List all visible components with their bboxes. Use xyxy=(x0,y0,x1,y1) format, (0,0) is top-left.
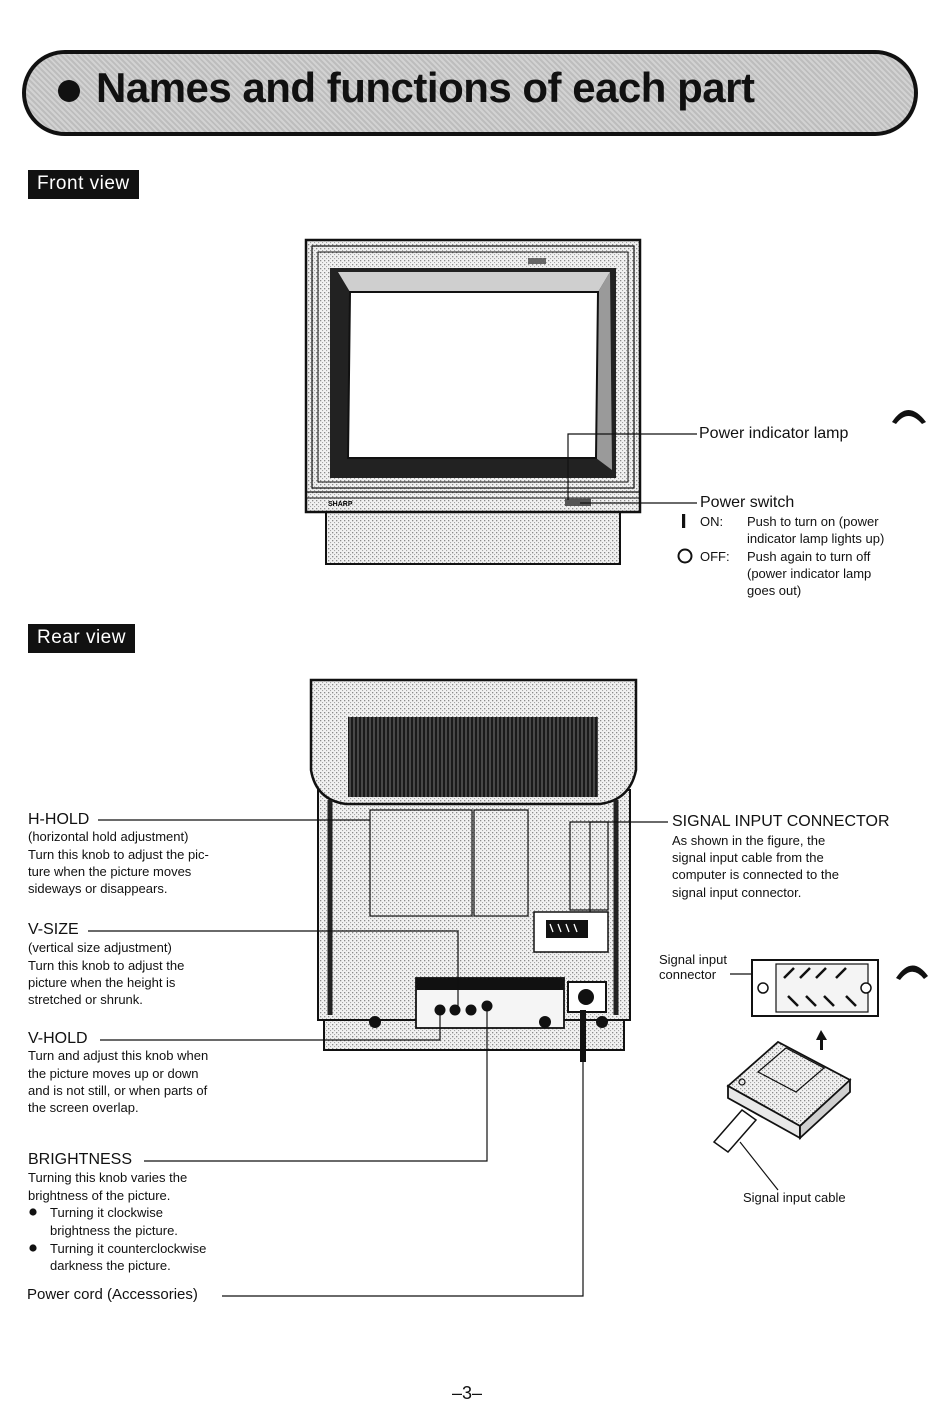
v-size-desc-line-2: Turn this knob to adjust the xyxy=(28,958,185,973)
page-edge-mark-icon xyxy=(892,410,926,424)
bullet-icon xyxy=(29,1244,37,1252)
signal-connector-detail xyxy=(751,959,879,1050)
page-edge-mark-icon-2 xyxy=(896,965,928,980)
off-label: OFF: xyxy=(700,549,730,564)
h-hold-desc-line-4: sideways or disappears. xyxy=(28,881,168,896)
off-desc-line-3: goes out) xyxy=(747,583,802,598)
off-desc-line-1: Push again to turn off xyxy=(747,549,871,564)
brightness-leader-line xyxy=(144,1008,488,1162)
signal-desc-line-3: computer is connected to the xyxy=(672,867,839,882)
brightness-bullet-1-line-2: brightness the picture. xyxy=(50,1223,178,1238)
bullet-icon xyxy=(29,1208,37,1216)
power-indicator-lamp-label: Power indicator lamp xyxy=(699,425,849,442)
signal-connector-leader-line xyxy=(589,821,668,912)
on-desc-line-2: indicator lamp lights up) xyxy=(747,531,885,546)
v-hold-desc-line-4: the screen overlap. xyxy=(28,1100,139,1115)
signal-input-connector-label: SIGNAL INPUT CONNECTOR xyxy=(672,813,890,830)
power-lamp-leader-line xyxy=(567,433,697,500)
signal-cable-label: Signal input cable xyxy=(743,1190,846,1205)
v-hold-leader-line xyxy=(100,1010,441,1041)
power-cord-leader-line xyxy=(222,1062,584,1297)
connector-callout-line-2: connector xyxy=(659,967,717,982)
brightness-bullet-1-line-1: Turning it clockwise xyxy=(50,1205,163,1220)
v-size-label: V-SIZE xyxy=(28,921,79,938)
brightness-desc-line-1: Turning this knob varies the xyxy=(28,1170,188,1185)
brand-logo: SHARP xyxy=(328,501,353,508)
bullet-dot-icon xyxy=(58,80,80,102)
h-hold-label: H-HOLD xyxy=(28,811,90,828)
power-switch-label: Power switch xyxy=(700,494,795,511)
v-hold-desc-line-2: the picture moves up or down xyxy=(28,1066,199,1081)
v-hold-label: V-HOLD xyxy=(28,1030,88,1047)
signal-desc-line-2: signal input cable from the xyxy=(672,850,824,865)
page-number: –3– xyxy=(452,1383,483,1403)
signal-desc-line-4: signal input connector. xyxy=(672,885,802,900)
off-symbol-icon xyxy=(677,548,693,564)
v-size-desc-line-3: picture when the height is xyxy=(28,975,176,990)
h-hold-desc-line-3: ture when the picture moves xyxy=(28,864,192,879)
v-hold-desc-line-3: and is not still, or when parts of xyxy=(28,1083,208,1098)
off-desc-line-2: (power indicator lamp xyxy=(747,566,872,581)
rear-monitor-illustration xyxy=(309,678,638,1062)
v-hold-desc-line-1: Turn and adjust this knob when xyxy=(28,1048,209,1063)
cable-callout-line xyxy=(739,1141,779,1191)
power-cord-label: Power cord (Accessories) xyxy=(27,1286,198,1303)
signal-cable-plug-illustration xyxy=(712,1040,852,1154)
v-size-leader-line xyxy=(88,930,459,1006)
brightness-bullet-2-line-1: Turning it counterclockwise xyxy=(50,1241,207,1256)
h-hold-desc-line-2: Turn this knob to adjust the pic- xyxy=(28,847,209,862)
brightness-bullet-2-line-2: darkness the picture. xyxy=(50,1258,171,1273)
connector-callout-line-1: Signal input xyxy=(659,952,727,967)
front-monitor-illustration xyxy=(304,238,642,565)
page-title: Names and functions of each part xyxy=(96,64,755,111)
brightness-label: BRIGHTNESS xyxy=(28,1151,133,1168)
front-view-heading: Front view xyxy=(28,170,139,199)
on-symbol-icon xyxy=(682,514,686,528)
title-banner xyxy=(22,50,918,136)
rear-view-heading: Rear view xyxy=(28,624,135,653)
on-desc-line-1: Push to turn on (power xyxy=(747,514,879,529)
on-label: ON: xyxy=(700,514,724,529)
brightness-desc-line-2: brightness of the picture. xyxy=(28,1188,171,1203)
signal-desc-line-1: As shown in the figure, the xyxy=(672,833,826,848)
h-hold-desc-line-1: (horizontal hold adjustment) xyxy=(28,829,189,844)
v-size-desc-line-4: stretched or shrunk. xyxy=(28,992,143,1007)
v-size-desc-line-1: (vertical size adjustment) xyxy=(28,940,172,955)
